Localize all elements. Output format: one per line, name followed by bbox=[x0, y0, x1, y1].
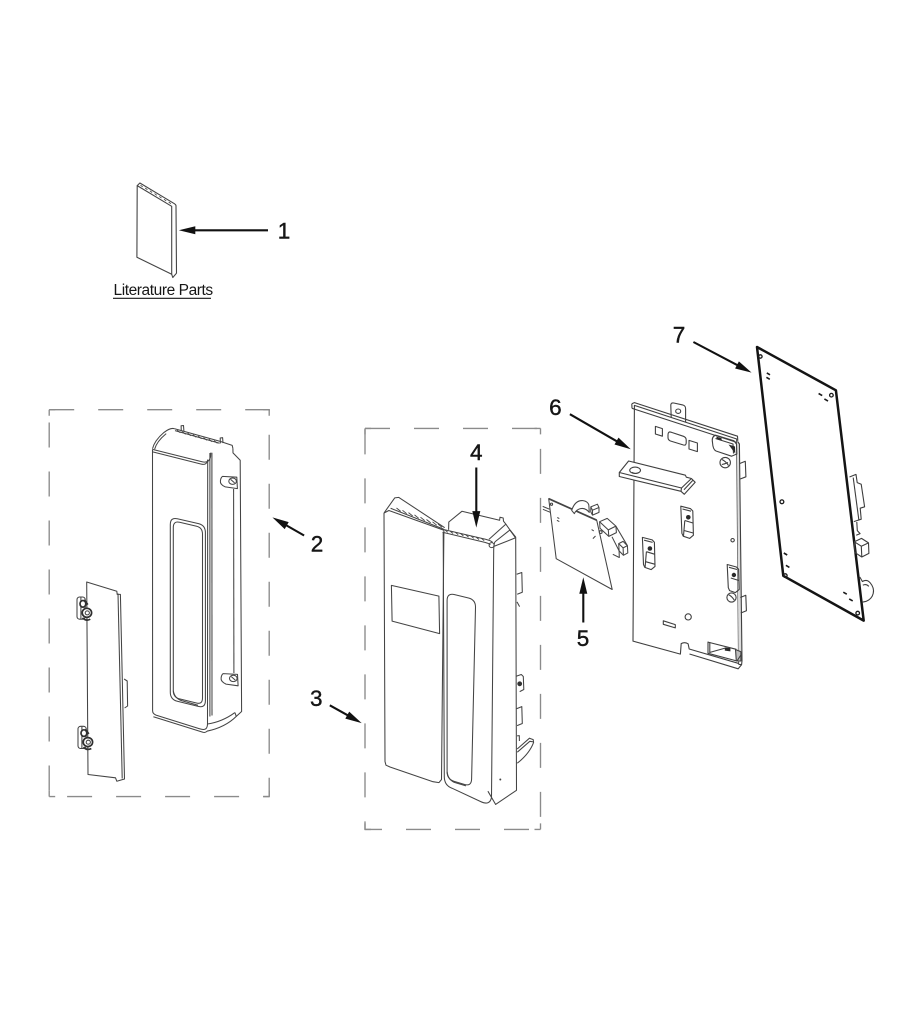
svg-text:1: 1 bbox=[278, 219, 291, 244]
svg-text:3: 3 bbox=[310, 686, 323, 711]
svg-text:4: 4 bbox=[470, 440, 483, 465]
svg-text:5: 5 bbox=[577, 626, 590, 651]
svg-text:2: 2 bbox=[311, 532, 324, 557]
svg-text:Literature Parts: Literature Parts bbox=[114, 282, 214, 299]
svg-text:7: 7 bbox=[673, 323, 686, 348]
svg-text:6: 6 bbox=[549, 395, 562, 420]
